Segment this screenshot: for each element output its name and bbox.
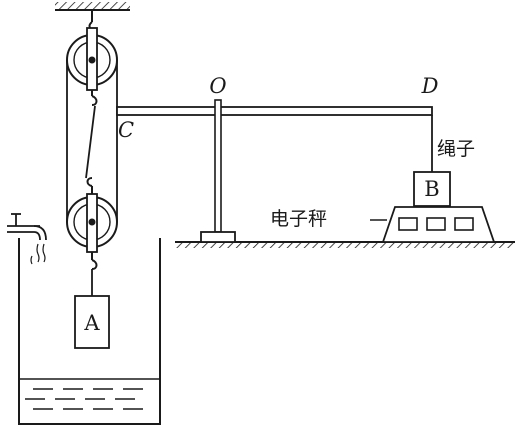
movable-pulley — [66, 177, 118, 296]
lever-bar — [116, 106, 433, 116]
label-b: B — [424, 177, 439, 201]
water-tank — [18, 238, 161, 425]
electronic-scale — [370, 206, 496, 243]
label-o: O — [209, 74, 226, 98]
label-rope: 绳子 — [437, 138, 475, 160]
label-d: D — [421, 74, 439, 98]
pulley-ropes — [66, 60, 118, 222]
label-a: A — [83, 311, 100, 335]
ceiling — [55, 2, 130, 11]
faucet — [7, 213, 47, 265]
block-b: B — [413, 171, 451, 207]
fixed-pulley — [66, 10, 118, 106]
label-scale: 电子秤 — [270, 208, 327, 230]
block-a: A — [74, 295, 110, 349]
fulcrum-stand — [200, 99, 236, 243]
label-c: C — [118, 118, 134, 142]
